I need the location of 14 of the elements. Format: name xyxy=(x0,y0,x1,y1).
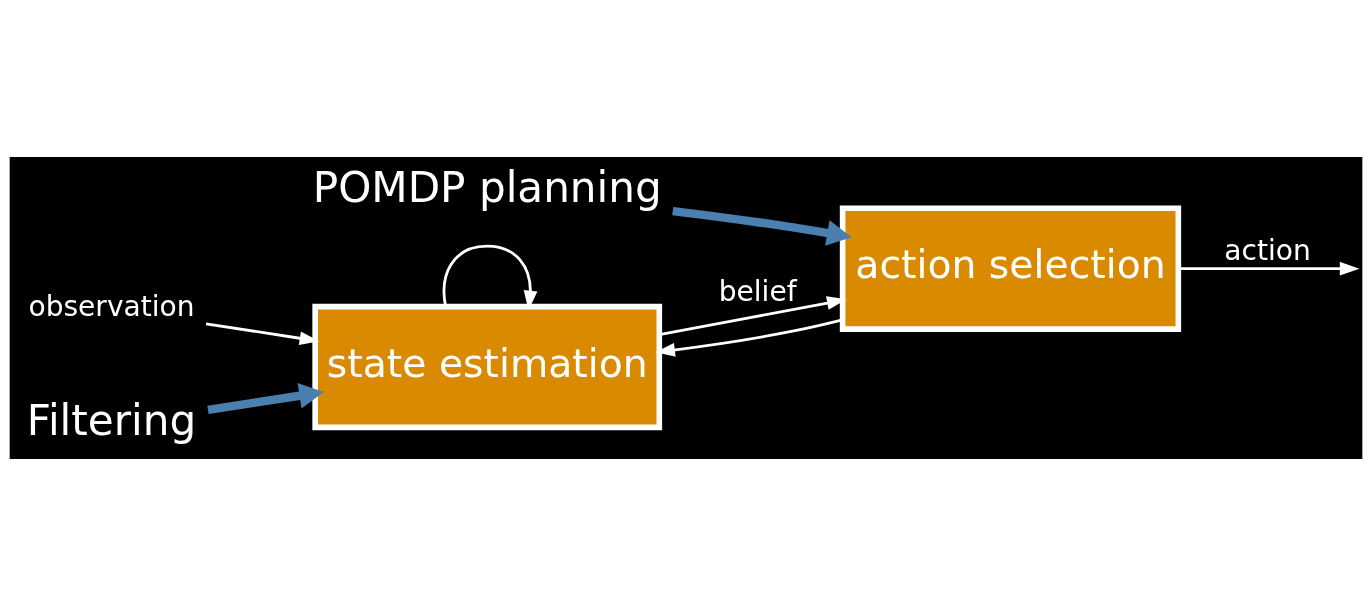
arrow xyxy=(442,244,538,310)
arrow xyxy=(655,318,843,357)
arrow xyxy=(672,206,852,246)
edge-label: action xyxy=(1224,233,1311,267)
node-text: observation xyxy=(28,289,195,323)
node-text: Filtering xyxy=(26,395,197,445)
node-box: action selection xyxy=(839,204,1182,332)
arrow xyxy=(207,382,324,414)
arrow xyxy=(659,295,847,336)
arrow xyxy=(1178,261,1360,276)
node-text: POMDP planning xyxy=(312,162,662,212)
arrow xyxy=(205,321,320,345)
edge-label: belief xyxy=(718,274,797,308)
node-box: state estimation xyxy=(312,303,663,430)
